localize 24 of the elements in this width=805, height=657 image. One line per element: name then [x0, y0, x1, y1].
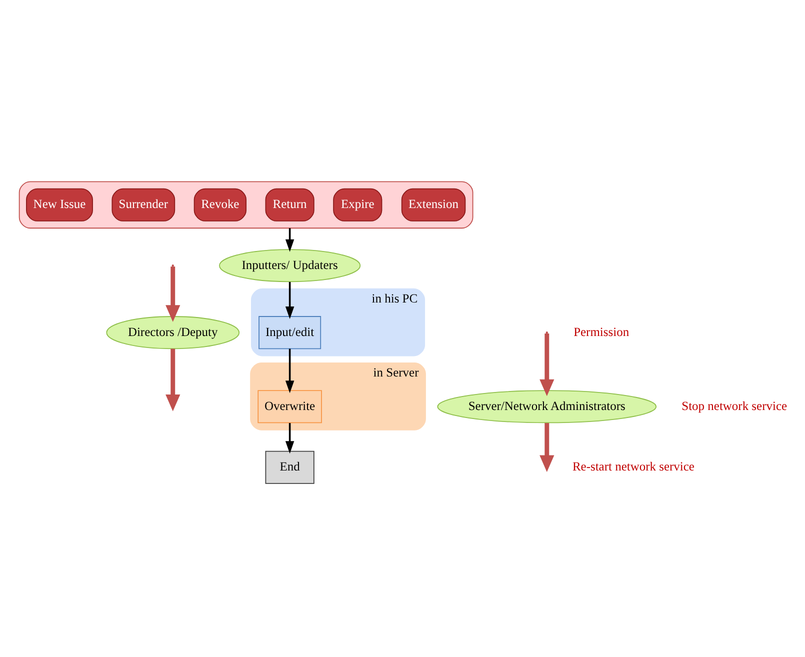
arrow	[285, 422, 294, 454]
arrow	[540, 422, 554, 472]
node-box: Revoke	[194, 188, 246, 221]
node-box: Input/edit	[258, 316, 322, 349]
arrow	[285, 281, 294, 319]
label: Permission	[574, 324, 630, 338]
node-box: Extension	[401, 188, 466, 221]
arrow	[540, 333, 554, 396]
node-box: New Issue	[26, 188, 93, 221]
label: Re-start network service	[572, 459, 694, 474]
node-ellipse: Server/Network Administrators	[437, 390, 657, 423]
node-box: Expire	[333, 188, 382, 221]
arrow	[166, 348, 180, 411]
node-box: End	[265, 450, 314, 484]
cluster	[18, 180, 474, 228]
arrow	[285, 228, 294, 252]
node-box: Surrender	[112, 188, 176, 221]
node-ellipse: Inputters/ Updaters	[219, 248, 361, 282]
node-box: Return	[265, 188, 314, 221]
node-box: Overwrite	[258, 390, 322, 423]
label: Stop network service	[682, 398, 788, 412]
arrow	[285, 348, 294, 393]
arrow	[166, 266, 180, 322]
node-ellipse: Directors /Deputy	[106, 316, 240, 349]
